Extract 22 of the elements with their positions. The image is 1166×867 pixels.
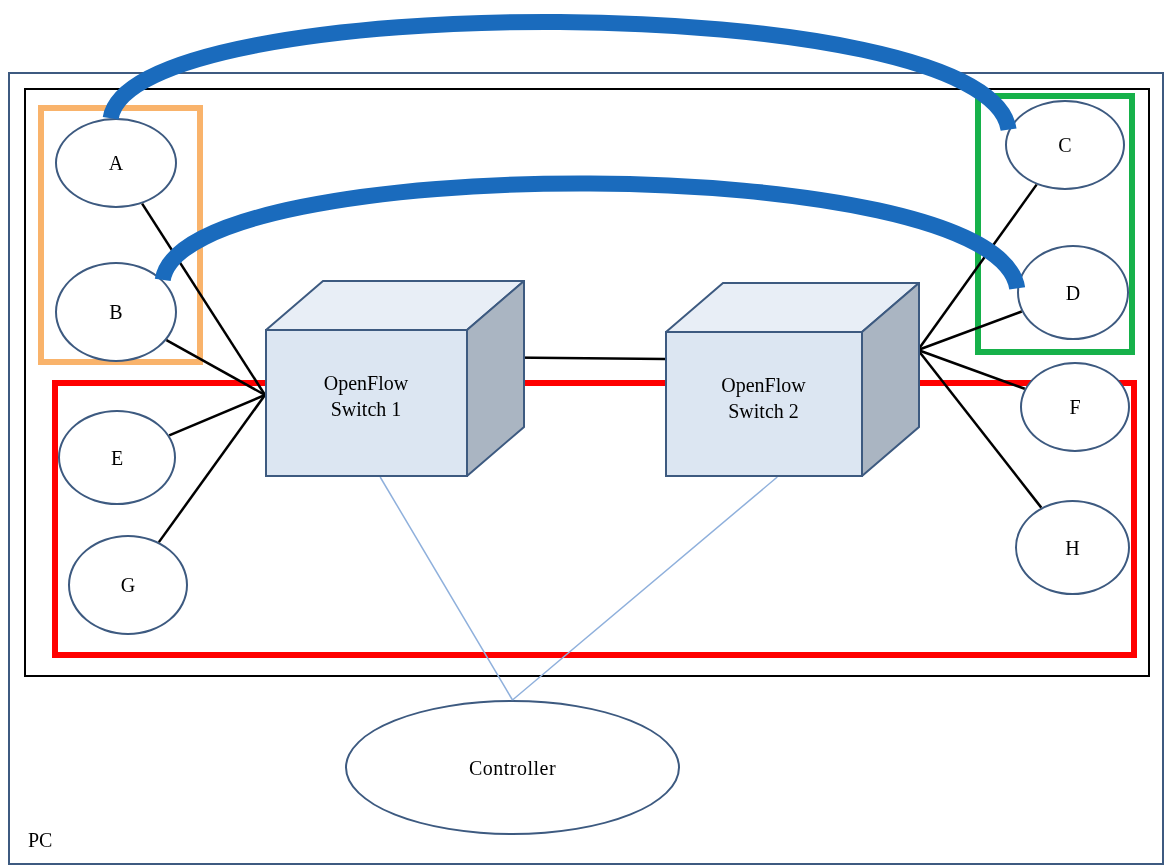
link-line bbox=[511, 476, 779, 701]
link-line bbox=[917, 348, 1026, 390]
link-line bbox=[168, 393, 266, 437]
host-label: H bbox=[1065, 535, 1080, 561]
link-line bbox=[141, 203, 267, 396]
host-label: F bbox=[1069, 395, 1081, 420]
link-line bbox=[917, 349, 1043, 509]
host-label: G bbox=[120, 573, 136, 598]
link-line bbox=[379, 476, 514, 701]
link-line bbox=[917, 310, 1023, 352]
controller-label: Controller bbox=[468, 755, 557, 781]
switch-label: OpenFlow Switch 2 bbox=[720, 373, 807, 424]
link-line bbox=[157, 394, 266, 543]
link-line bbox=[917, 183, 1038, 351]
switch-label: OpenFlow Switch 1 bbox=[322, 371, 410, 422]
host-label: A bbox=[108, 151, 124, 176]
host-label: D bbox=[1065, 280, 1081, 306]
host-label: C bbox=[1058, 133, 1072, 158]
host-label: E bbox=[110, 445, 124, 471]
frame-label: PC bbox=[28, 828, 53, 853]
host-label: B bbox=[109, 300, 123, 325]
link-line bbox=[165, 339, 266, 397]
